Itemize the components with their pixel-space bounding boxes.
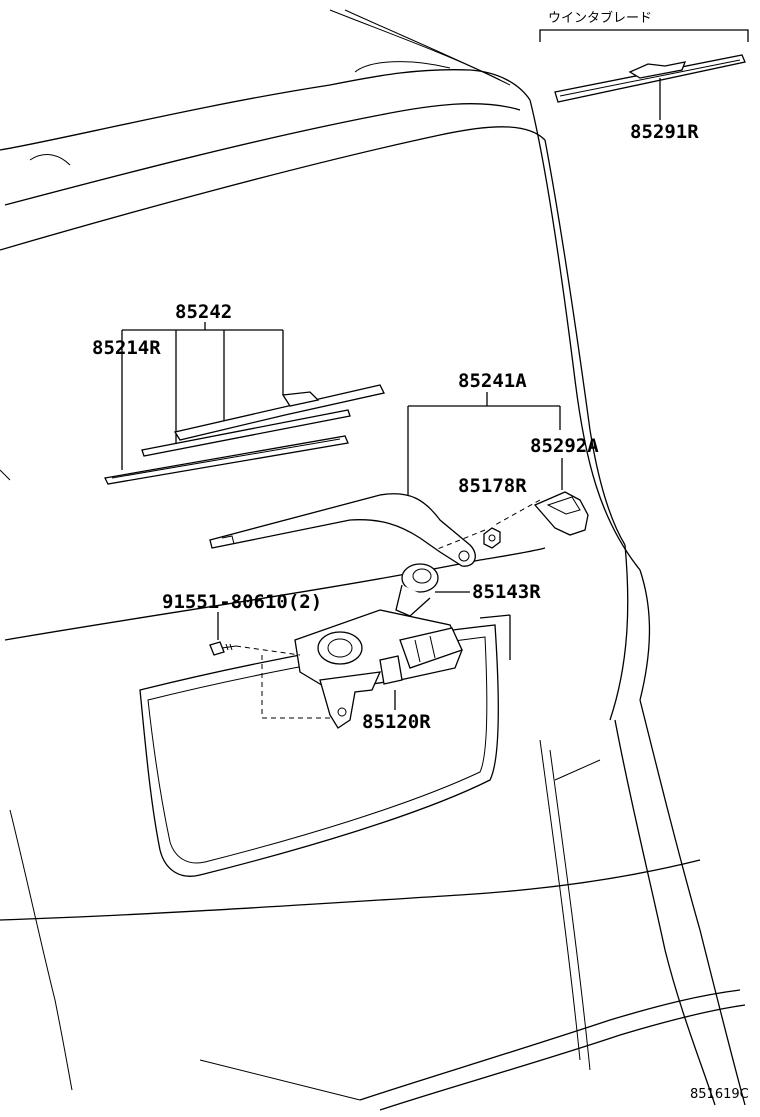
nut — [483, 527, 501, 549]
callout-85120R: 85120R — [362, 711, 431, 733]
callout-85242: 85242 — [175, 301, 232, 323]
leader-lines-85120R — [394, 614, 511, 710]
leader-lines-85242 — [121, 322, 284, 470]
callout-85143R: 85143R — [472, 581, 541, 603]
bolt-dashed-guides — [235, 645, 330, 719]
wiper-arm — [209, 493, 476, 567]
callout-85214R: 85214R — [92, 337, 161, 359]
leader-lines-85241A — [407, 392, 561, 500]
callout-91551-80610: 91551-80610(2) — [162, 591, 322, 613]
callout-85241A: 85241A — [458, 370, 527, 392]
wiper-blade-assembly — [104, 384, 385, 485]
vehicle-body-outline — [0, 9, 746, 1111]
callout-85291R: 85291R — [630, 121, 699, 143]
header-label: ウインタブレード — [548, 10, 652, 26]
leader-85178R — [494, 499, 541, 526]
arm-cap — [533, 491, 589, 536]
callout-85292A: 85292A — [530, 435, 599, 457]
bolt — [209, 641, 237, 656]
pivot-cover — [395, 563, 439, 617]
wiper-motor — [294, 609, 463, 729]
callout-85178R: 85178R — [458, 475, 527, 497]
spare-wiper-blade: ウインタブレード — [539, 10, 749, 120]
figure-reference: 851619C — [690, 1087, 749, 1102]
